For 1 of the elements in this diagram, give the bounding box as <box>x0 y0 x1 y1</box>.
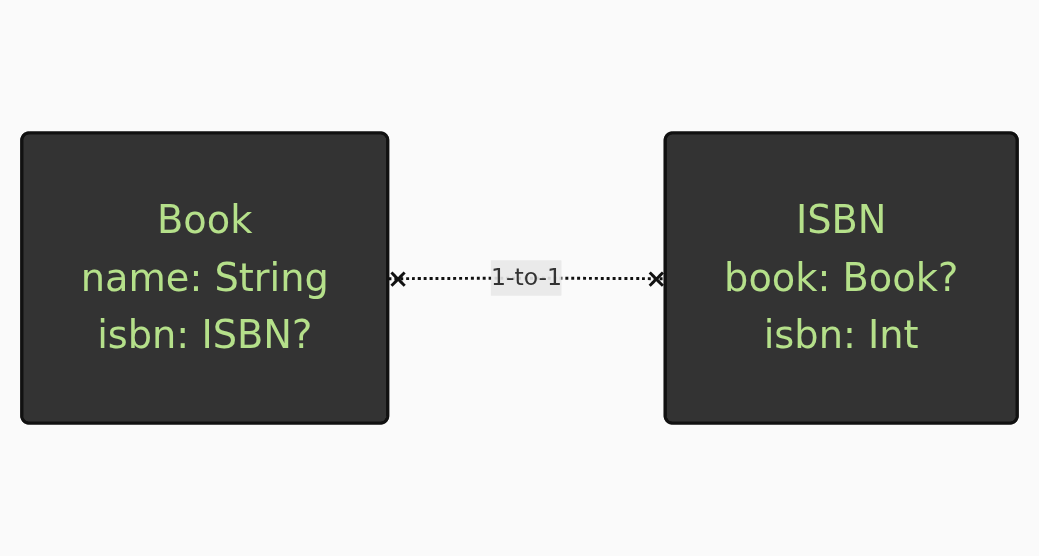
edge-label: 1-to-1 <box>490 263 563 292</box>
